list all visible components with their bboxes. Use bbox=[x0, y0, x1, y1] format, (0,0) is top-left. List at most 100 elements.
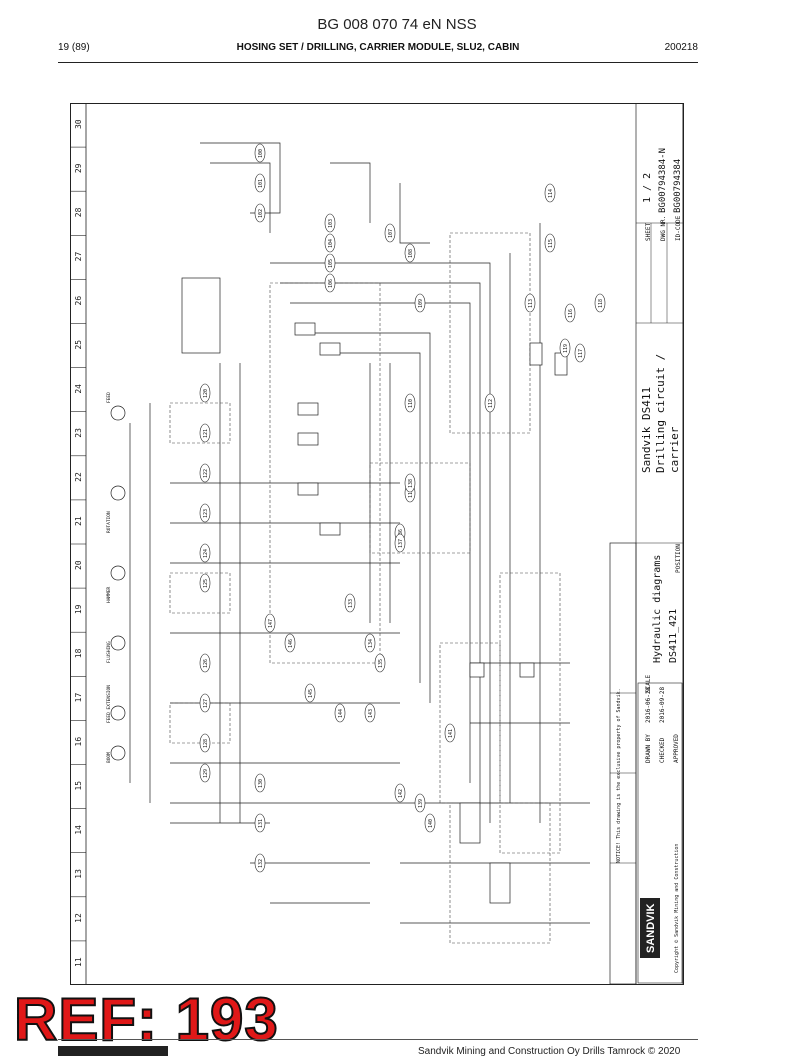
ref-number: 140 bbox=[428, 819, 434, 828]
frame-number: 18 bbox=[74, 648, 83, 658]
ref-bubble bbox=[284, 633, 296, 653]
ref-bubble bbox=[324, 213, 336, 233]
ref-number: 102 bbox=[258, 209, 264, 218]
document-date: 200218 bbox=[664, 42, 698, 53]
ref-bubble bbox=[559, 338, 571, 358]
ref-number: 115 bbox=[548, 239, 554, 248]
ref-number: 119 bbox=[563, 344, 569, 353]
svg-text:carrier: carrier bbox=[668, 426, 681, 473]
ref-number: 131 bbox=[258, 819, 264, 828]
drawing-frame-inner bbox=[85, 103, 684, 985]
ref-bubble bbox=[199, 653, 211, 673]
ref-bubble bbox=[364, 703, 376, 723]
component-label: ROTATION bbox=[106, 511, 112, 533]
frame-number: 19 bbox=[74, 604, 83, 614]
ref-number: 126 bbox=[203, 659, 209, 668]
section-title: HOSING SET / DRILLING, CARRIER MODULE, S… bbox=[236, 42, 520, 53]
ref-bubble bbox=[544, 233, 556, 253]
ref-number: 111 bbox=[408, 489, 414, 498]
frame-number: 27 bbox=[74, 252, 83, 262]
sandvik-logo-text: SANDVIK bbox=[645, 903, 657, 953]
ref-bubble bbox=[324, 253, 336, 273]
svg-text:2016-09-28: 2016-09-28 bbox=[659, 686, 666, 723]
ref-number: 122 bbox=[203, 469, 209, 478]
hydraulic-diagram: 3029282726252423222120191817161514131211… bbox=[70, 103, 684, 985]
ref-number: 144 bbox=[338, 709, 344, 718]
ref-number: 142 bbox=[398, 789, 404, 798]
ref-bubble bbox=[254, 143, 266, 163]
ref-number: 146 bbox=[288, 639, 294, 648]
ref-number: 107 bbox=[388, 229, 394, 238]
ref-bubble bbox=[254, 813, 266, 833]
ref-bubble bbox=[374, 653, 386, 673]
ref-number: 134 bbox=[368, 639, 374, 648]
svg-text:APPROVED: APPROVED bbox=[673, 734, 680, 763]
ref-number: 112 bbox=[488, 399, 494, 408]
ref-number: 121 bbox=[203, 429, 209, 438]
frame-number: 15 bbox=[74, 781, 83, 791]
ref-bubble bbox=[199, 763, 211, 783]
frame-number: 29 bbox=[74, 163, 83, 173]
ref-bubble bbox=[414, 793, 426, 813]
ref-bubble bbox=[404, 393, 416, 413]
ref-bubble bbox=[404, 473, 416, 493]
ref-bubble bbox=[254, 173, 266, 193]
ref-bubble bbox=[199, 503, 211, 523]
schematic-dashed-boxes bbox=[169, 232, 561, 944]
svg-text:POSITION: POSITION bbox=[675, 544, 682, 573]
ref-bubble bbox=[334, 703, 346, 723]
ref-number: 129 bbox=[203, 769, 209, 778]
ref-bubble bbox=[544, 183, 556, 203]
ref-number: 136 bbox=[398, 529, 404, 538]
frame-number: 25 bbox=[74, 340, 83, 350]
ref-bubble bbox=[199, 423, 211, 443]
header-divider bbox=[58, 62, 698, 63]
ref-bubble bbox=[199, 733, 211, 753]
ref-bubble bbox=[324, 273, 336, 293]
ref-number: 132 bbox=[258, 859, 264, 868]
frame-number: 14 bbox=[74, 825, 83, 835]
ref-number: 118 bbox=[598, 299, 604, 308]
ref-bubble bbox=[524, 293, 536, 313]
svg-text:Hydraulic diagrams: Hydraulic diagrams bbox=[652, 555, 663, 663]
ref-number: 123 bbox=[203, 509, 209, 518]
ref-bubble bbox=[199, 463, 211, 483]
component-label: BOOM bbox=[106, 752, 112, 763]
frame-number: 11 bbox=[74, 957, 83, 967]
ref-bubble bbox=[199, 693, 211, 713]
drawing-frame-outer bbox=[70, 103, 684, 985]
ref-number: 116 bbox=[568, 309, 574, 318]
component-label: FLUSHING bbox=[106, 641, 112, 663]
ref-number: 133 bbox=[348, 599, 354, 608]
ref-number: 114 bbox=[548, 189, 554, 198]
ref-number: 127 bbox=[203, 699, 209, 708]
component-label: FEED bbox=[106, 392, 112, 403]
schematic-components bbox=[110, 277, 568, 904]
ref-number: 141 bbox=[448, 729, 454, 738]
footer-text: Sandvik Mining and Construction Oy Drill… bbox=[418, 1046, 681, 1057]
ref-number: 105 bbox=[328, 259, 334, 268]
ref-bubble bbox=[199, 543, 211, 563]
ref-number: 135 bbox=[378, 659, 384, 668]
ref-bubble bbox=[444, 723, 456, 743]
ref-number: 104 bbox=[328, 239, 334, 248]
ref-number: 137 bbox=[398, 539, 404, 548]
frame-number: 23 bbox=[74, 428, 83, 438]
ref-number: 100 bbox=[258, 149, 264, 158]
ref-bubble bbox=[199, 573, 211, 593]
ref-number: 120 bbox=[203, 389, 209, 398]
svg-text:1 / 2: 1 / 2 bbox=[642, 173, 653, 203]
footer-logo-bar bbox=[58, 1046, 168, 1056]
ref-bubble bbox=[414, 293, 426, 313]
ref-bubble bbox=[404, 243, 416, 263]
ref-number: 143 bbox=[368, 709, 374, 718]
page-number: 19 (89) bbox=[58, 42, 90, 53]
ref-bubble bbox=[254, 203, 266, 223]
svg-text:BG00794384-N: BG00794384-N bbox=[658, 148, 668, 213]
frame-number: 30 bbox=[74, 119, 83, 129]
ref-number: 106 bbox=[328, 279, 334, 288]
ref-bubble bbox=[384, 223, 396, 243]
svg-text:Drilling circuit /: Drilling circuit / bbox=[654, 354, 667, 473]
